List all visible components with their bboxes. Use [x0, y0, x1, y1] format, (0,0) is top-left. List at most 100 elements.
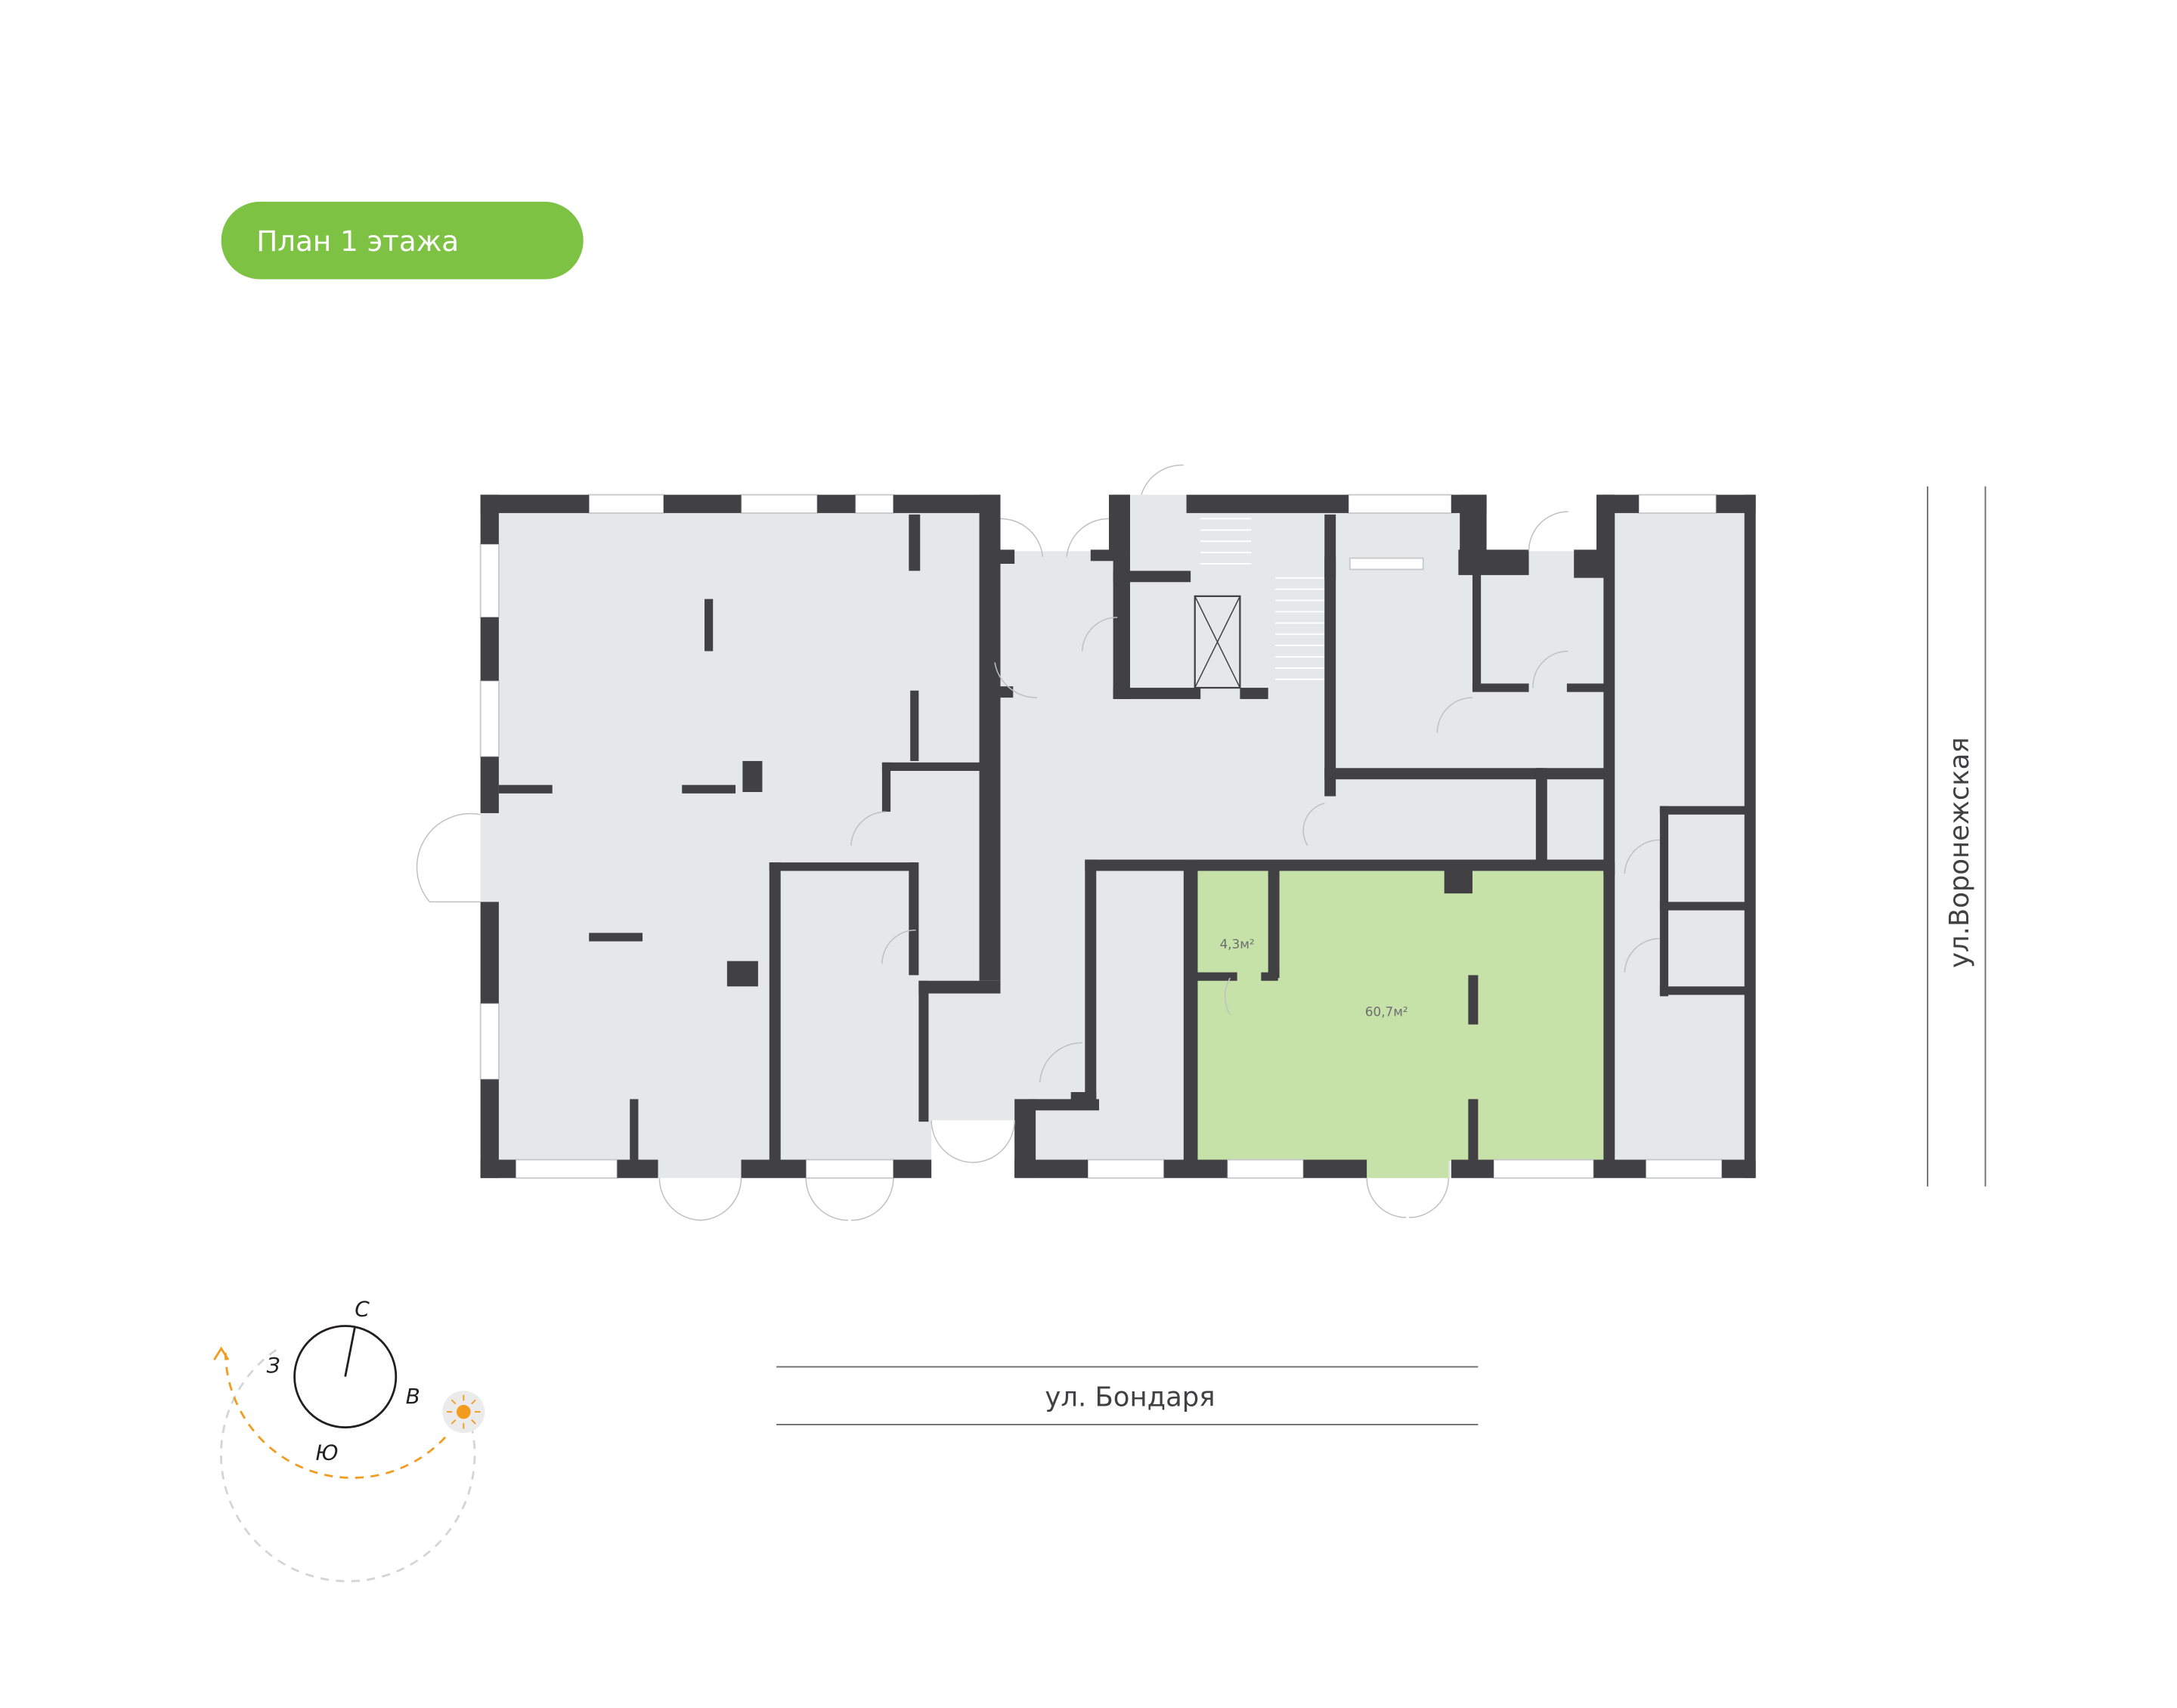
wall: [630, 1099, 639, 1160]
door-swing: [972, 1120, 1015, 1163]
window: [479, 543, 500, 618]
page-title: План 1 этажа: [256, 224, 459, 258]
compass: С З В Ю: [213, 1296, 485, 1583]
wall: [1186, 494, 1349, 513]
door-swing: [1528, 511, 1568, 552]
wall: [1472, 683, 1529, 692]
compass-east: В: [406, 1384, 420, 1409]
wall: [1468, 1099, 1479, 1160]
sun-ray: [451, 1419, 457, 1425]
wall: [769, 862, 918, 871]
wall: [1028, 1099, 1099, 1111]
wall: [589, 933, 643, 942]
wall: [480, 757, 499, 813]
window: [515, 1159, 618, 1179]
street-voronezhskaya-label: ул.Воронежская: [1944, 737, 1975, 968]
wall: [1659, 806, 1748, 815]
window: [1347, 494, 1452, 514]
door-swing: [1066, 518, 1110, 557]
wall: [1566, 683, 1609, 692]
window: [479, 679, 500, 758]
wall: [480, 494, 499, 544]
compass-west: З: [267, 1353, 280, 1378]
bathroom-area-label: 4,3м²: [1220, 936, 1255, 951]
wall: [909, 514, 921, 571]
wall: [1468, 975, 1479, 1025]
arrow-icon: [213, 1346, 230, 1360]
wall: [1603, 862, 1615, 1160]
wall: [741, 1159, 807, 1178]
window: [588, 494, 664, 514]
wall: [1659, 902, 1748, 911]
title-badge: План 1 этажа: [221, 201, 584, 280]
building: 4,3м² 60,7м²: [416, 464, 1756, 1221]
window: [854, 494, 894, 514]
wall: [1744, 494, 1756, 1178]
window: [740, 494, 819, 514]
compass-north: С: [355, 1296, 370, 1321]
wall: [1324, 514, 1336, 797]
wall: [663, 494, 742, 513]
main-area-label: 60,7м²: [1365, 1004, 1408, 1019]
wall: [1535, 768, 1614, 780]
street-bondarya-label: ул. Бондаря: [1045, 1382, 1215, 1413]
wall: [993, 549, 1015, 564]
selected-unit[interactable]: [1194, 871, 1607, 1162]
wall: [1303, 1159, 1367, 1178]
wall: [1163, 1159, 1228, 1178]
wall: [881, 762, 981, 772]
wall: [480, 902, 499, 1004]
window: [1645, 1159, 1723, 1179]
door-swing: [850, 1177, 894, 1221]
window: [1087, 1159, 1165, 1179]
wall: [682, 784, 736, 794]
wall: [1472, 571, 1482, 691]
wall: [1535, 768, 1547, 867]
wall: [1324, 768, 1544, 780]
wall: [1113, 571, 1191, 583]
door-swing: [1224, 977, 1231, 1015]
wall: [480, 1159, 516, 1178]
window: [805, 1159, 894, 1179]
wall: [480, 617, 499, 681]
wall: [1085, 859, 1097, 1100]
wall: [1113, 494, 1130, 699]
door-swing: [1624, 839, 1660, 874]
door-swing: [1436, 697, 1472, 733]
door-swing: [805, 1177, 849, 1221]
door-swing: [931, 1120, 974, 1163]
wall: [1261, 972, 1278, 981]
street-right: ул.Воронежская: [1927, 486, 1987, 1187]
window: [1226, 1159, 1305, 1179]
wall: [910, 690, 919, 761]
wall: [726, 961, 758, 987]
wall: [1324, 556, 1336, 580]
wall: [1014, 1099, 1036, 1177]
wall: [1460, 494, 1487, 559]
window: [1492, 1159, 1595, 1179]
wall: [742, 760, 763, 792]
compass-south: Ю: [315, 1440, 338, 1465]
wall: [1268, 868, 1280, 979]
wall: [979, 494, 1001, 981]
north-needle: [344, 1326, 357, 1377]
wall: [1183, 862, 1198, 1160]
sun-ray: [471, 1419, 476, 1425]
wall: [909, 862, 919, 976]
wall: [617, 1159, 658, 1178]
wall: [881, 762, 891, 812]
wall: [817, 494, 856, 513]
wall: [1574, 549, 1611, 578]
wall: [918, 980, 1001, 994]
door-swing: [850, 811, 887, 846]
door-swing: [658, 1177, 702, 1221]
door-swing: [1302, 803, 1325, 846]
wall: [918, 980, 929, 1122]
wall: [993, 686, 1014, 698]
door-swing: [416, 812, 481, 903]
window: [1349, 557, 1424, 571]
wall: [498, 784, 553, 794]
door-swing: [1000, 518, 1044, 557]
wall: [1194, 972, 1237, 981]
wall: [1085, 859, 1614, 871]
